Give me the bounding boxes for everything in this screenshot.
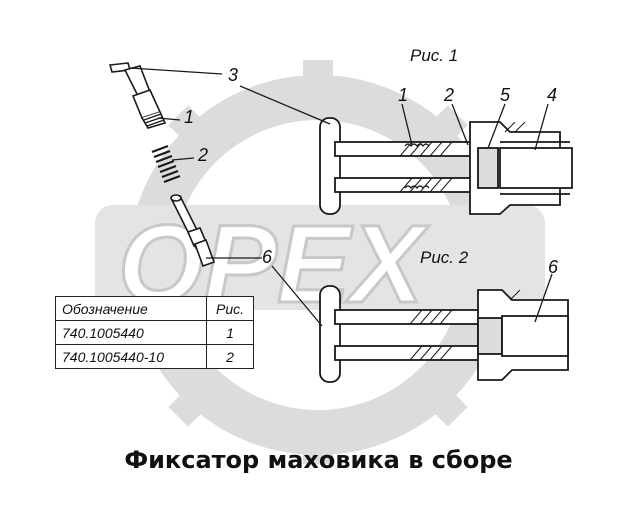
leader-lines: [129, 67, 553, 327]
callout-6-left: 6: [262, 247, 273, 267]
table-cell-designation: 740.1005440-10: [55, 344, 207, 369]
table-row: 740.1005440-10 2: [55, 344, 254, 369]
fig1-seal: [477, 147, 499, 189]
callout-1-left: 1: [184, 107, 195, 127]
callout-4-fig1: 4: [547, 85, 558, 105]
fig1-spring-section: [404, 143, 430, 189]
table-cell-designation: 740.1005440: [55, 320, 207, 345]
callout-3: 3: [228, 65, 239, 85]
fig1-body-upper: [334, 141, 476, 157]
table-header-row: Обозначение Рис.: [55, 296, 254, 321]
watermark-band: [95, 205, 545, 310]
fig1-bore: [499, 147, 573, 189]
fig2-handle: [319, 285, 341, 383]
drawing-caption: Фиксатор маховика в сборе: [124, 446, 513, 474]
pin-rod-top: [170, 194, 182, 202]
pin-rod-end: [193, 238, 216, 268]
callout-5-fig1: 5: [500, 85, 511, 105]
fig2-body-upper: [334, 309, 486, 325]
callout-2-fig1: 2: [444, 85, 455, 105]
fig1-label: Рис. 1: [410, 46, 459, 65]
callout-6-fig2: 6: [548, 257, 559, 277]
table-header-figure: Рис.: [206, 296, 254, 321]
fig2-label: Рис. 2: [420, 248, 469, 267]
designation-table: Обозначение Рис. 740.1005440 1 740.10054…: [55, 296, 254, 369]
table-cell-figure: 2: [206, 344, 254, 369]
fig2-assembly: [319, 285, 569, 383]
table-header-designation: Обозначение: [55, 296, 207, 321]
fig2-bore: [501, 315, 569, 357]
fig1-body-lower: [334, 177, 476, 193]
fig1-assembly: [319, 117, 573, 215]
fig2-insert: [477, 317, 503, 355]
table-cell-figure: 1: [206, 320, 254, 345]
fig2-body-lower: [334, 345, 486, 361]
fig2-hatching: [409, 289, 521, 361]
callout-1-fig1: 1: [398, 85, 409, 105]
fig1-handle: [319, 117, 341, 215]
spring: [151, 144, 181, 184]
table-row: 740.1005440 1: [55, 320, 254, 345]
callout-2-left: 2: [198, 145, 209, 165]
exploded-parts: [108, 62, 216, 268]
